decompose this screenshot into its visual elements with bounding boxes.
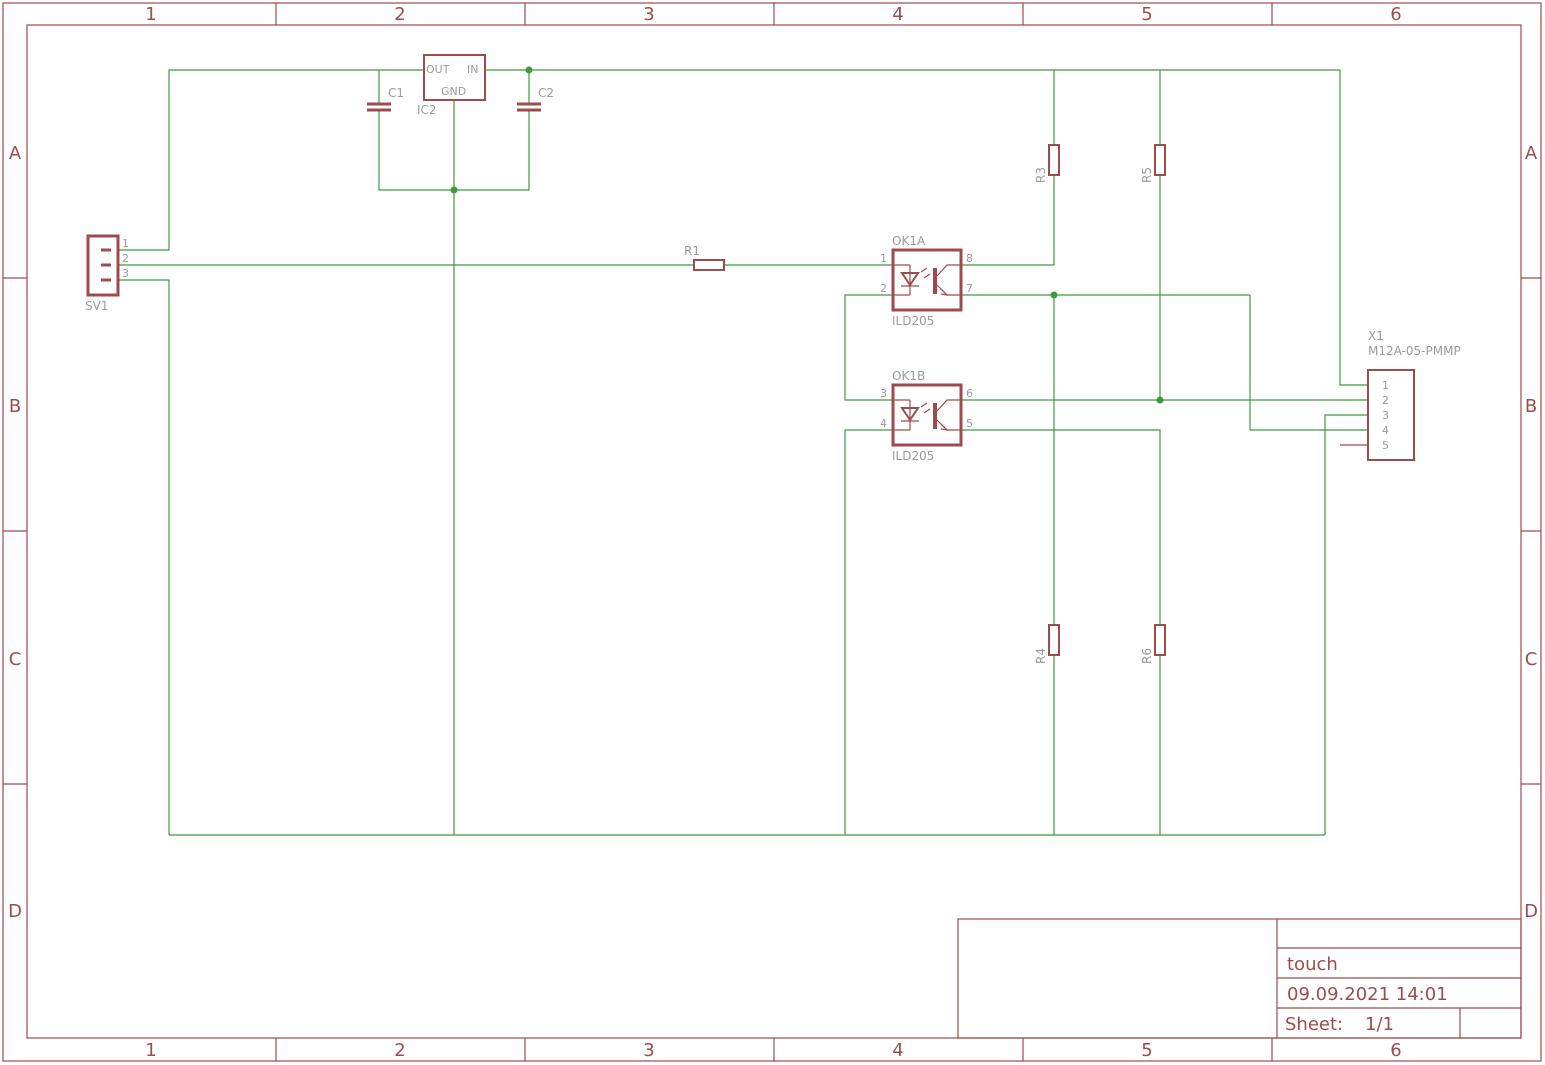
x1-pin-label: 5 <box>1382 439 1389 452</box>
ic2-pin-out: OUT <box>426 63 450 76</box>
sv1-connector[interactable]: 1 2 3 SV1 <box>85 234 129 313</box>
light-arrows-icon <box>920 402 931 414</box>
ok1a-optocoupler[interactable]: 1 2 8 7 OK1A ILD205 <box>880 234 973 328</box>
x1-pin-label: 2 <box>1382 394 1389 407</box>
sv1-pin-label: 3 <box>122 267 129 280</box>
ok1b-optocoupler[interactable]: 3 4 6 5 OK1B ILD205 <box>880 369 973 463</box>
date-text: 09.09.2021 14:01 <box>1287 984 1448 1005</box>
frame-col-label-top: 3 <box>643 4 654 25</box>
frame-row-label-right: D <box>1524 901 1538 922</box>
wires <box>118 69 1368 836</box>
junction-dot <box>525 66 533 74</box>
x1-pin-label: 1 <box>1382 379 1389 392</box>
ok1b-name: OK1B <box>892 369 925 383</box>
ok1a-name: OK1A <box>892 234 926 248</box>
ic2-name: IC2 <box>417 103 437 117</box>
frame-col-label-top: 1 <box>145 4 156 25</box>
sheet-label: Sheet: <box>1285 1014 1343 1035</box>
r1-resistor[interactable]: R1 <box>684 244 725 271</box>
ok1a-value: ILD205 <box>892 314 934 328</box>
x1-value: M12A-05-PMMP <box>1368 344 1461 358</box>
junction-dot <box>1156 396 1164 404</box>
ok1a-pin-label: 8 <box>966 252 973 265</box>
ok1a-pin-label: 2 <box>880 282 887 295</box>
frame-row-label-left: A <box>9 143 22 164</box>
frame-col-label-bottom: 4 <box>892 1040 903 1061</box>
sv1-pin-label: 2 <box>122 252 129 265</box>
junction-dot <box>1050 291 1058 299</box>
r3-name: R3 <box>1034 167 1048 183</box>
x1-pin-label: 4 <box>1382 424 1389 437</box>
led-diode-icon <box>900 272 920 287</box>
title-text: touch <box>1287 954 1338 975</box>
frame-col-label-bottom: 6 <box>1390 1040 1401 1061</box>
frame-col-label-bottom: 5 <box>1141 1040 1152 1061</box>
ok1b-value: ILD205 <box>892 449 934 463</box>
c1-capacitor[interactable]: C1 <box>367 86 404 112</box>
x1-connector[interactable]: 1 2 3 4 5 X1 M12A-05-PMMP <box>1340 329 1461 461</box>
c1-name: C1 <box>388 86 404 100</box>
ok1a-pin-label: 7 <box>966 282 973 295</box>
ic2-pin-gnd: GND <box>441 85 466 98</box>
frame-col-label-top: 5 <box>1141 4 1152 25</box>
r6-name: R6 <box>1140 648 1154 664</box>
c2-capacitor[interactable]: C2 <box>517 86 554 112</box>
r4-resistor[interactable]: R4 <box>1034 624 1060 664</box>
sv1-name: SV1 <box>85 299 108 313</box>
frame-col-label-top: 2 <box>394 4 405 25</box>
frame-col-label-bottom: 3 <box>643 1040 654 1061</box>
ic2-regulator[interactable]: OUT IN GND IC2 <box>417 54 486 117</box>
ic2-pin-in: IN <box>467 63 478 76</box>
title-block: touch 09.09.2021 14:01 Sheet: 1/1 <box>957 918 1522 1039</box>
ok1b-pin-label: 4 <box>880 417 887 430</box>
r6-resistor[interactable]: R6 <box>1140 624 1166 664</box>
r5-resistor[interactable]: R5 <box>1140 144 1166 183</box>
frame-row-label-right: A <box>1525 143 1538 164</box>
led-diode-icon <box>900 407 920 422</box>
r4-name: R4 <box>1034 648 1048 664</box>
junction-dot <box>450 186 458 194</box>
r3-resistor[interactable]: R3 <box>1034 144 1060 183</box>
frame-col-label-bottom: 2 <box>394 1040 405 1061</box>
frame-col-label-top: 4 <box>892 4 903 25</box>
x1-name: X1 <box>1368 329 1384 343</box>
light-arrows-icon <box>920 267 931 279</box>
r5-name: R5 <box>1140 167 1154 183</box>
ok1b-pin-label: 6 <box>966 387 973 400</box>
frame-col-label-bottom: 1 <box>145 1040 156 1061</box>
x1-pin-label: 3 <box>1382 409 1389 422</box>
r1-name: R1 <box>684 244 700 258</box>
junctions <box>450 66 1164 404</box>
ok1a-pin-label: 1 <box>880 252 887 265</box>
frame-row-label-left: B <box>9 396 21 417</box>
frame-row-label-right: C <box>1525 649 1538 670</box>
sv1-pin-label: 1 <box>122 237 129 250</box>
frame-row-label-left: D <box>8 901 22 922</box>
frame-col-label-top: 6 <box>1390 4 1401 25</box>
ok1b-pin-label: 3 <box>880 387 887 400</box>
frame-row-label-right: B <box>1525 396 1537 417</box>
c2-name: C2 <box>538 86 554 100</box>
ok1b-pin-label: 5 <box>966 417 973 430</box>
frame-row-label-left: C <box>9 649 22 670</box>
sheet-value: 1/1 <box>1365 1014 1394 1035</box>
